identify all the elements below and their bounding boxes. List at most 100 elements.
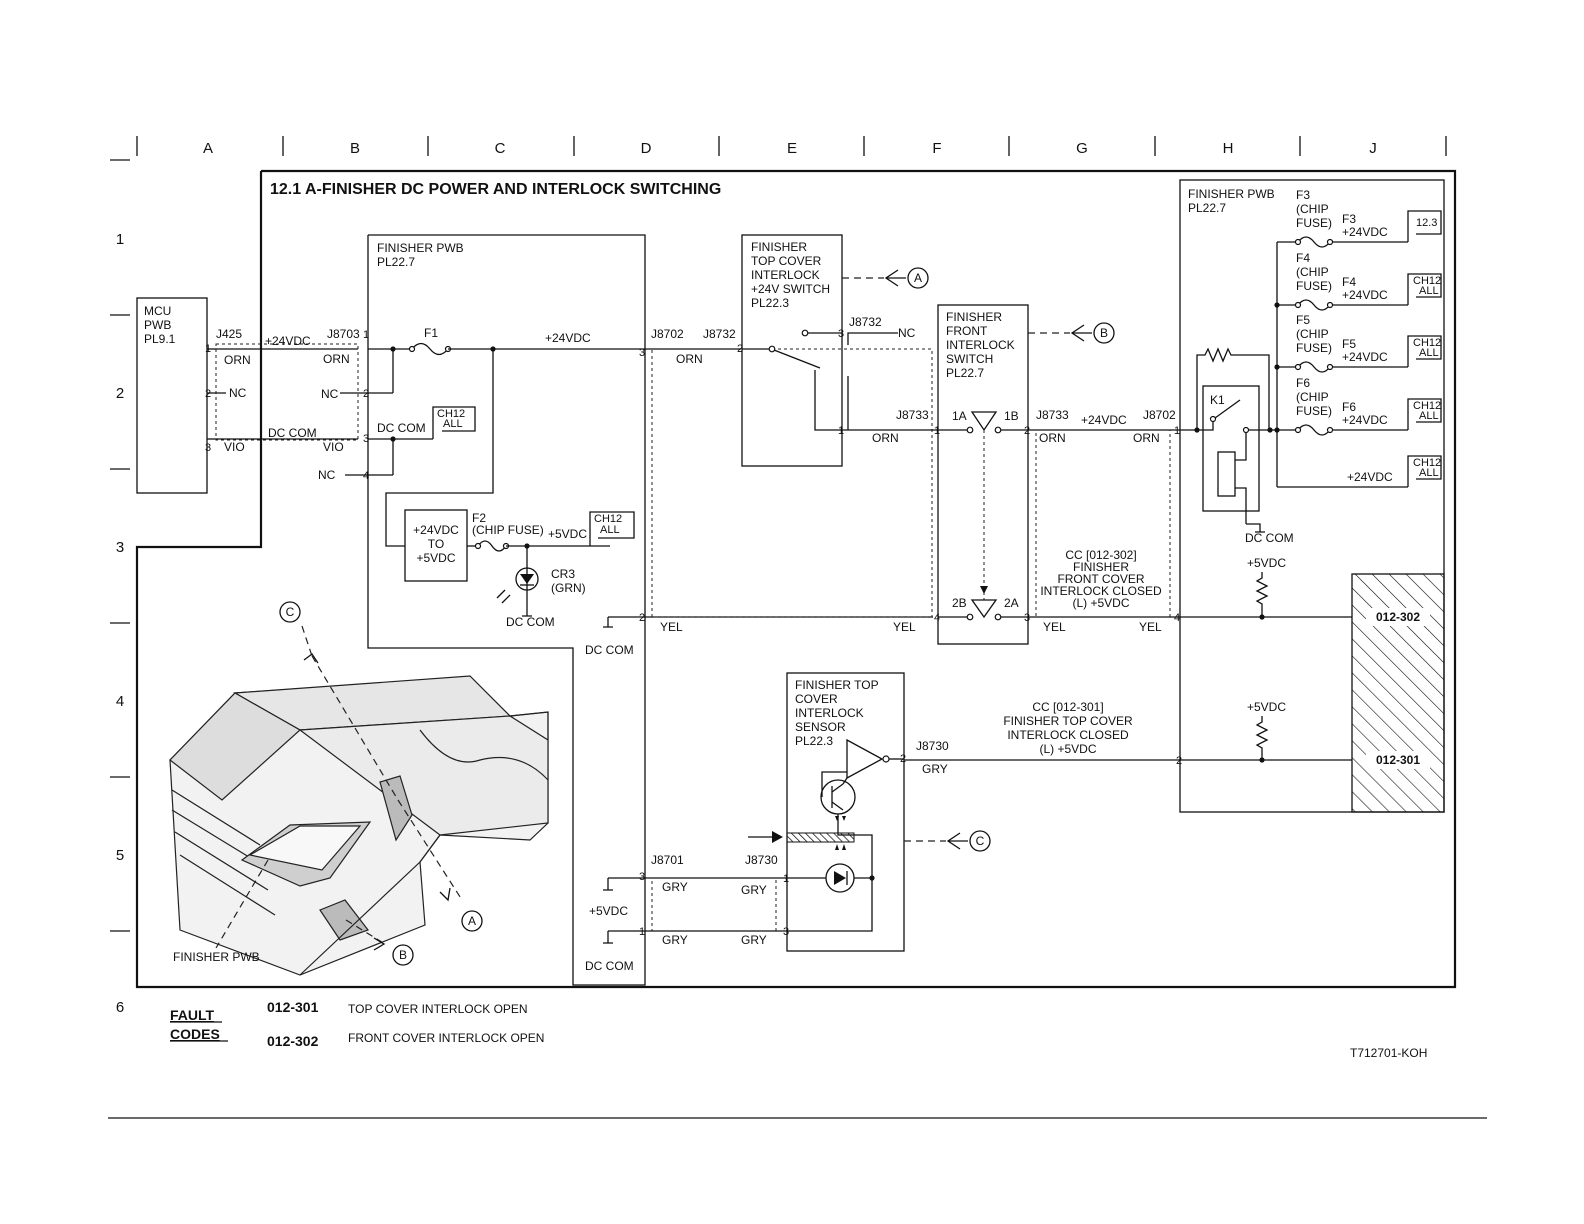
svg-text:FINISHER PWB: FINISHER PWB [377,241,464,255]
svg-text:ORN: ORN [224,353,251,367]
fuse-type: (CHIP [1296,202,1329,216]
svg-text:PL22.7: PL22.7 [377,255,415,269]
svg-text:SENSOR: SENSOR [795,720,846,734]
svg-text:+5VDC: +5VDC [1247,700,1286,714]
fault-desc-1: TOP COVER INTERLOCK OPEN [348,1002,528,1016]
svg-text:J8730: J8730 [745,853,778,867]
svg-text:2: 2 [1024,425,1030,437]
finisher-pwb-main: FINISHER PWB PL22.7 J8703 ORN NC VIO NC … [318,234,646,986]
svg-text:ORN: ORN [1039,431,1066,445]
svg-text:+5VDC: +5VDC [548,527,587,541]
svg-text:+5VDC: +5VDC [416,551,455,565]
svg-text:1: 1 [783,873,789,885]
svg-text:K1: K1 [1210,393,1225,407]
svg-text:1A: 1A [952,409,967,423]
svg-text:(GRN): (GRN) [551,581,586,595]
svg-text:3: 3 [205,442,211,454]
col-g: G [1076,140,1088,157]
svg-text:DC COM: DC COM [1245,531,1294,545]
svg-text:YEL: YEL [1139,620,1162,634]
svg-text:F2: F2 [472,511,486,525]
svg-text:J8701: J8701 [651,853,684,867]
svg-text:3: 3 [363,433,369,445]
svg-text:4: 4 [363,470,369,482]
fuse-label: F3 [1296,188,1310,202]
svg-text:3: 3 [838,328,844,340]
svg-text:J8703: J8703 [327,327,360,341]
svg-text:FINISHER: FINISHER [946,310,1002,324]
svg-text:2B: 2B [952,596,967,610]
svg-text:NC: NC [898,326,916,340]
svg-text:YEL: YEL [893,620,916,634]
svg-text:GRY: GRY [741,933,767,947]
svg-text:J8732: J8732 [703,327,736,341]
diagram-title: 12.1 A-FINISHER DC POWER AND INTERLOCK S… [270,181,721,198]
svg-text:PL22.7: PL22.7 [1188,201,1226,215]
svg-text:(CHIP FUSE): (CHIP FUSE) [472,523,544,537]
svg-text:1: 1 [363,329,369,341]
svg-text:INTERLOCK: INTERLOCK [751,268,820,282]
svg-text:(L) +5VDC: (L) +5VDC [1039,742,1096,756]
fuse-voltage: +24VDC [1342,350,1388,364]
svg-text:MCU: MCU [144,304,171,318]
svg-text:(L) +5VDC: (L) +5VDC [1072,596,1129,610]
svg-text:FINISHER TOP: FINISHER TOP [795,678,879,692]
svg-text:J8732: J8732 [849,315,882,329]
col-c: C [495,140,506,157]
svg-text:ORN: ORN [1133,431,1160,445]
svg-text:CR3: CR3 [551,567,575,581]
wire-label-dccom: DC COM [268,426,317,440]
row-4: 4 [116,693,124,710]
fuse-label: F4 [1296,251,1310,265]
svg-text:B: B [399,948,407,962]
svg-text:1: 1 [1174,425,1180,437]
svg-text:012-301: 012-301 [1376,753,1420,767]
svg-text:PWB: PWB [144,318,171,332]
svg-text:ORN: ORN [676,352,703,366]
svg-text:ALL: ALL [1419,467,1439,479]
grid-rows: 1 2 3 4 5 6 [110,231,130,1016]
svg-text:NC: NC [321,387,339,401]
svg-text:F1: F1 [424,326,438,340]
document-id: T712701-KOH [1350,1046,1427,1060]
top-cover-interlock-switch: FINISHER TOP COVER INTERLOCK +24V SWITCH… [703,234,938,467]
svg-text:1B: 1B [1004,409,1019,423]
svg-text:GRY: GRY [662,880,688,894]
svg-text:+24VDC: +24VDC [545,331,591,345]
svg-text:J8702: J8702 [651,327,684,341]
svg-text:FINISHER: FINISHER [1073,560,1129,574]
svg-text:SWITCH: SWITCH [946,352,993,366]
fault-desc-2: FRONT COVER INTERLOCK OPEN [348,1031,544,1045]
col-a: A [203,140,213,157]
top-cover-interlock-sensor: FINISHER TOP COVER INTERLOCK SENSOR PL22… [748,672,949,952]
fuse-type: FUSE) [1296,341,1332,355]
svg-text:2: 2 [737,343,743,355]
svg-text:J8733: J8733 [896,408,929,422]
svg-text:FINISHER PWB: FINISHER PWB [1188,187,1275,201]
svg-text:CH12: CH12 [437,408,465,420]
svg-text:CODES: CODES [170,1026,220,1042]
ref-box: ALL [1419,347,1439,359]
ref-box: ALL [1419,285,1439,297]
svg-text:DC COM: DC COM [506,615,555,629]
svg-text:2: 2 [1176,755,1182,767]
svg-text:+5VDC: +5VDC [589,904,628,918]
fuse-voltage: +24VDC [1342,225,1388,239]
col-f: F [932,140,941,157]
svg-text:3: 3 [639,347,645,359]
right-harness: J8733 +24VDC J8702 ORN ORN YEL YEL 1 4 C… [1028,408,1180,634]
svg-text:J8733: J8733 [1036,408,1069,422]
row-5: 5 [116,847,124,864]
svg-text:4: 4 [934,612,940,624]
fuse-type: FUSE) [1296,279,1332,293]
ref-box: 12.3 [1416,217,1437,229]
fuse-label: F5 [1296,313,1310,327]
fuse-label-right: F6 [1342,400,1356,414]
svg-text:CH12: CH12 [1413,457,1441,469]
finisher-illustration [169,675,549,976]
svg-text:2: 2 [205,388,211,400]
svg-text:INTERLOCK: INTERLOCK [795,706,864,720]
svg-text:FINISHER: FINISHER [751,240,807,254]
